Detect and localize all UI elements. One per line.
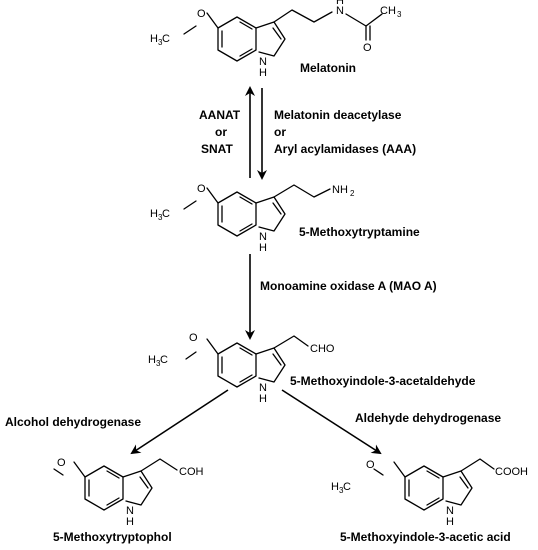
arrow-alcohol-dh [130,389,229,455]
atom-h3c-sub: 3 [339,486,344,495]
atom-h3c-sub: 3 [156,359,161,368]
atom-h3c-h: H [331,481,339,493]
atom-h: H [259,67,267,79]
atom-n: N [446,505,454,517]
acetaldehyde-structure: O H 3 C N H CHO [148,332,335,405]
enzyme-aldehyde-dh: Aldehyde dehydrogenase [355,411,501,425]
compound-5-methoxytryptamine: 5-Methoxytryptamine [299,225,420,239]
acetic-acid-structure: O H 3 C N H COOH [331,458,528,528]
atom-h3c-h: H [150,208,158,220]
atom-h3c-c: C [162,208,170,220]
atom-h: H [446,516,454,528]
compound-melatonin: Melatonin [300,61,356,75]
enzyme-mao-a: Monoamine oxidase A (MAO A) [260,279,437,293]
atom-o: O [366,459,375,471]
atom-h3c-sub: 3 [158,213,163,222]
enzyme-or-right: or [274,125,286,139]
compound-acetaldehyde: 5-Methoxyindole-3-acetaldehyde [290,374,476,388]
atom-h3c-h: H [148,354,156,366]
atom-o: O [57,457,66,469]
atom-cho: CHO [310,343,335,355]
atom-h3c-c: C [160,354,168,366]
atom-nh2-sub: 2 [350,189,355,198]
methoxytryptamine-structure: O H 3 C N H NH 2 [150,183,355,254]
melatonin-structure: O H 3 C N H N H O CH 3 [150,0,402,79]
atom-h3c-c: C [343,481,351,493]
enzyme-snat: SNAT [201,142,233,156]
atom-cooh: COOH [495,466,528,478]
compound-acetic-acid: 5-Methoxyindole-3-acetic acid [340,530,511,544]
atom-coh: COH [179,466,204,478]
atom-h: H [259,393,267,405]
compound-5-methoxytryptophol: 5-Methoxytryptophol [53,530,172,544]
atom-h: H [126,516,134,528]
atom-n: N [259,382,267,394]
atom-o: O [197,183,206,195]
atom-h3c-c: C [162,33,170,45]
atom-h-amide: H [336,0,344,7]
atom-ch3-sub: 3 [397,10,402,19]
enzyme-aaa: Aryl acylamidases (AAA) [274,142,416,156]
tryptophol-structure: O N H COH [53,457,204,528]
atom-ch3: CH [380,5,396,17]
atom-o: O [197,8,206,20]
atom-h3c-h: H [150,33,158,45]
atom-o-carbonyl: O [363,42,372,54]
atom-h3c-sub: 3 [158,38,163,47]
enzyme-or-left: or [215,125,227,139]
atom-h: H [259,242,267,254]
atom-n: N [126,505,134,517]
atom-o: O [189,332,198,344]
enzyme-deacetylase: Melatonin deacetylase [274,108,402,122]
atom-n: N [259,56,267,68]
enzyme-alcohol-dh: Alcohol dehydrogenase [5,415,141,429]
atom-n-amide: N [336,5,344,17]
atom-n: N [259,231,267,243]
atom-nh2: NH [332,184,348,196]
enzyme-aanat: AANAT [199,108,241,122]
arrow-aldehyde-dh [281,389,382,455]
